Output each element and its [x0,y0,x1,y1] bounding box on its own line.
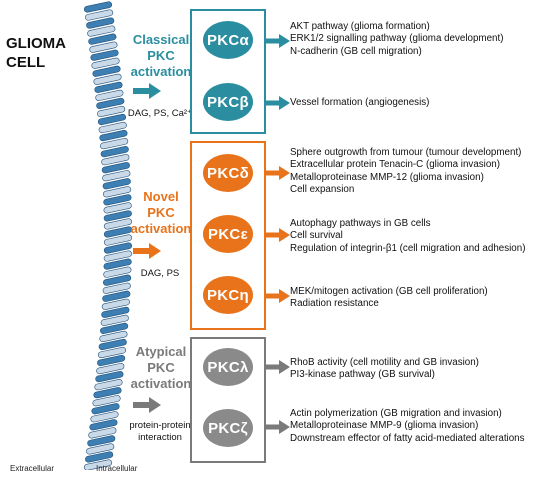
membrane-lipid [100,322,129,334]
pkc-zeta-node: PKCζ [203,409,253,447]
pkc-epsilon-node: PKCε [203,215,253,253]
cell-membrane [83,1,133,470]
membrane-lipid [98,338,127,351]
membrane-lipid [90,411,119,423]
classical-box [190,9,266,134]
membrane-lipid [101,298,130,310]
pkc-eta-effects: MEK/mitogen activation (GB cell prolifer… [290,286,488,310]
membrane-lipid [100,146,129,158]
membrane-lipid [101,154,130,166]
membrane-lipid [90,49,119,61]
pkc-beta-node: PKCβ [203,83,253,121]
membrane-lipid [88,427,117,439]
pkc-alpha-effects: AKT pathway (glioma formation)ERK1/2 sig… [290,21,504,57]
membrane-lipid [97,346,127,359]
membrane-lipid [103,258,132,270]
membrane-lipid [88,33,117,45]
membrane-lipid [85,9,114,21]
membrane-lipid [91,57,120,69]
glioma-cell-title: GLIOMA CELL [6,35,66,71]
membrane-lipid [83,1,113,13]
membrane-lipid [102,178,131,190]
pkc-alpha-arrow [264,34,290,48]
membrane-lipid [99,129,128,142]
pkc-eta-node: PKCη [203,276,253,314]
membrane-lipid [97,354,126,367]
membrane-lipid [101,306,130,318]
classical-activation-arrow [133,83,161,99]
membrane-lipid [103,210,132,222]
membrane-lipid [92,395,121,407]
atypical-activation-arrow [133,397,161,413]
atypical-activators: protein-protein interaction [129,420,191,443]
membrane-lipid [93,387,122,399]
membrane-lipid [99,330,128,343]
membrane-lipid [103,242,132,254]
pkc-lambda-arrow [264,360,290,374]
membrane-lipid [103,202,132,214]
membrane-lipid [89,41,118,53]
membrane-lipid [95,89,124,101]
membrane-lipid [103,194,132,206]
pkc-zeta-effects: Actin polymerization (GB migration and i… [290,408,525,444]
pkc-eta-arrow [264,289,290,303]
membrane-lipid [98,121,127,134]
membrane-lipid [103,226,133,238]
membrane-lipid [101,162,130,174]
membrane-lipid [102,282,131,294]
extracellular-label: Extracellular [10,464,55,473]
novel-activation-arrow [133,243,161,259]
membrane-lipid [97,105,126,118]
membrane-lipid [102,170,131,182]
membrane-lipid [86,17,115,29]
membrane-lipid [100,314,129,326]
membrane-lipid [87,435,116,447]
membrane-lipid [103,186,132,198]
pkc-delta-effects: Sphere outgrowth from tumour (tumour dev… [290,147,522,195]
membrane-lipid [96,362,125,375]
membrane-lipid [86,443,115,455]
membrane-lipid [93,73,122,85]
membrane-lipid [100,138,129,150]
membrane-lipid [103,250,132,262]
pkc-beta-effects: Vessel formation (angiogenesis) [290,97,430,108]
membrane-lipid [94,81,123,93]
pkc-beta-arrow [264,96,290,110]
membrane-lipid [96,97,125,110]
membrane-lipid [85,451,114,463]
membrane-lipid [83,459,113,470]
membrane-lipid [102,290,131,302]
membrane-lipid [94,379,123,391]
membrane-lipid [92,65,121,77]
pkc-alpha-node: PKCα [203,21,253,59]
membrane-lipid [89,419,118,431]
classical-activators: DAG, PS, Ca²⁺ [127,108,193,119]
membrane-lipid [103,234,133,246]
membrane-lipid [103,274,132,286]
membrane-lipid [95,371,124,383]
membrane-lipid [97,113,127,126]
membrane-lipid [91,403,120,415]
pkc-lambda-effects: RhoB activity (cell motility and GB inva… [290,357,479,381]
novel-activators: DAG, PS [140,268,180,279]
pkc-delta-arrow [264,166,290,180]
pkc-zeta-arrow [264,420,290,434]
atypical-box [190,337,266,463]
pkc-lambda-node: PKCλ [203,348,253,386]
pkc-delta-node: PKCδ [203,154,253,192]
membrane-lipid [103,218,132,230]
intracellular-label: Intracellular [96,464,138,473]
membrane-lipid [87,25,116,37]
pkc-epsilon-arrow [264,228,290,242]
membrane-lipid [103,266,132,278]
